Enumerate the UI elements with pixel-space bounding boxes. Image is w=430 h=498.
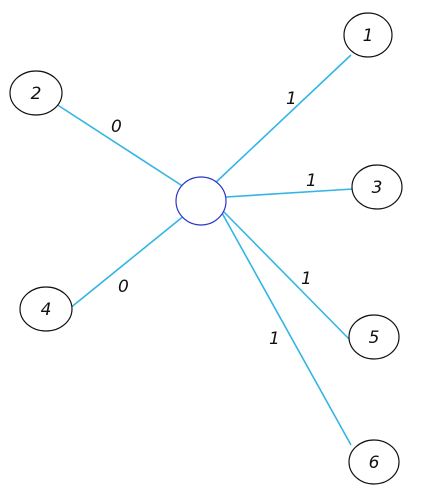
node-5-label: 5	[369, 328, 380, 348]
edge-center-4	[68, 214, 186, 310]
node-3[interactable]: 3	[351, 164, 403, 210]
node-4-label: 4	[41, 300, 52, 320]
node-6[interactable]: 6	[348, 439, 400, 485]
edge-label-1: 1	[286, 89, 297, 109]
node-2[interactable]: 2	[9, 70, 63, 116]
edge-center-6	[221, 212, 352, 446]
node-1-label: 1	[363, 26, 374, 46]
edge-label-4: 0	[118, 277, 129, 297]
edge-label-2: 0	[111, 117, 122, 137]
node-6-circle	[348, 439, 400, 485]
edge-center-2	[52, 101, 185, 188]
node-1[interactable]: 1	[343, 12, 393, 58]
node-3-label: 3	[372, 178, 383, 198]
edge-center-1	[212, 54, 352, 186]
edge-center-5	[222, 210, 352, 342]
node-5-circle	[348, 314, 400, 360]
node-4[interactable]: 4	[19, 286, 73, 332]
node-1-circle	[343, 12, 393, 58]
node-6-label: 6	[369, 453, 380, 473]
edge-label-5: 1	[301, 269, 312, 289]
edge-label-3: 1	[306, 171, 317, 191]
center-node[interactable]	[175, 176, 227, 226]
node-5[interactable]: 5	[348, 314, 400, 360]
node-2-label: 2	[31, 84, 42, 104]
node-3-circle	[351, 164, 403, 210]
node-2-circle	[9, 70, 63, 116]
edge-label-6: 1	[269, 329, 280, 349]
node-4-circle	[19, 286, 73, 332]
edge-center-3	[225, 188, 354, 198]
